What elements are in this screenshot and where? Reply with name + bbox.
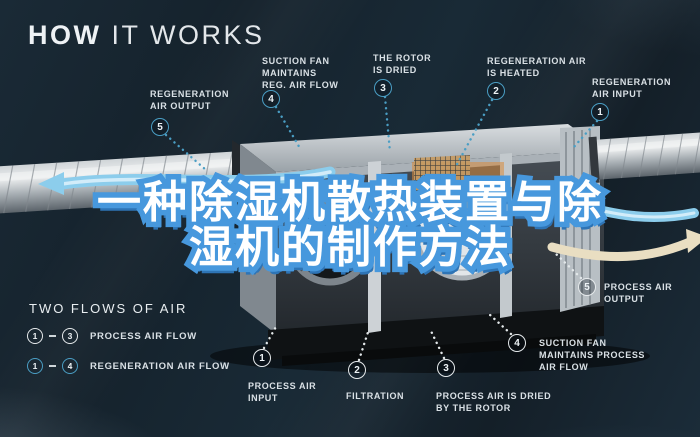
callout-label-process-1: PROCESS AIR INPUT (248, 381, 317, 404)
legend-circle-number: 1 (32, 361, 38, 371)
heater (412, 155, 504, 202)
callout-label-regen-5: REGENERATION AIR OUTPUT (150, 89, 230, 112)
page-title-light: IT WORKS (101, 20, 265, 50)
legend-dash (49, 335, 56, 337)
fan (286, 198, 374, 286)
process-badge-3: 3 (437, 359, 455, 377)
legend-row-process: 1 3 PROCESS AIR FLOW (27, 328, 197, 344)
legend-label-regeneration: REGENERATION AIR FLOW (90, 360, 230, 372)
legend-circle-number: 1 (32, 331, 38, 341)
legend-circle-number: 3 (67, 331, 73, 341)
legend-dash (49, 365, 56, 367)
flow-arrows (38, 166, 700, 262)
callout-label-regen-1: REGENERATION AIR INPUT (592, 77, 672, 100)
right-duct (588, 131, 700, 184)
regen-in-arrow-blue (550, 192, 699, 223)
filter-panel (560, 126, 600, 312)
badge-number: 5 (157, 121, 163, 133)
legend-circle-to: 3 (62, 328, 78, 344)
callout-label-process-2: FILTRATION (346, 391, 405, 401)
process-out-arrow-cream (547, 229, 700, 262)
regen-badge-2: 2 (487, 82, 505, 100)
interior (286, 126, 600, 333)
page-title: HOW IT WORKS (28, 20, 265, 51)
legend-label-process: PROCESS AIR FLOW (90, 330, 197, 342)
callout-label-process-4: SUCTION FAN MAINTAINS PROCESS AIR FLOW (539, 338, 646, 373)
badge-number: 4 (514, 337, 520, 349)
callout-label-regen-3: THE ROTOR IS DRIED (373, 53, 432, 76)
process-badge-1: 1 (253, 349, 271, 367)
regen-badge-4: 4 (262, 90, 280, 108)
badge-number: 2 (354, 364, 360, 376)
badge-number: 1 (259, 352, 265, 364)
page-title-bold: HOW (28, 20, 102, 50)
process-badge-4: 4 (508, 334, 526, 352)
process-badge-2: 2 (348, 361, 366, 379)
badge-number: 3 (443, 362, 449, 374)
legend-heading: TWO FLOWS OF AIR (29, 301, 188, 316)
process-leaders (262, 252, 583, 362)
badge-number: 3 (380, 82, 386, 94)
regen-badge-1: 1 (591, 103, 609, 121)
legend-circle-from: 1 (27, 328, 43, 344)
callout-label-process-3: PROCESS AIR IS DRIED BY THE ROTOR (436, 391, 552, 414)
legend-row-regeneration: 1 4 REGENERATION AIR FLOW (27, 358, 230, 374)
callout-label-regen-2: REGENERATION AIR IS HEATED (487, 56, 587, 79)
badge-number: 2 (493, 85, 499, 97)
badge-number: 4 (268, 93, 274, 105)
regen-badge-5: 5 (151, 118, 169, 136)
badge-number: 1 (597, 106, 603, 118)
regeneration-leaders (164, 95, 599, 172)
legend-circle-to: 4 (62, 358, 78, 374)
legend-circle-from: 1 (27, 358, 43, 374)
badge-number: 5 (584, 281, 590, 293)
callout-label-regen-4: SUCTION FAN MAINTAINS REG. AIR FLOW (262, 56, 339, 91)
callout-label-process-5: PROCESS AIR OUTPUT (604, 282, 673, 305)
regen-out-arrow-blue (38, 166, 336, 195)
process-badge-5: 5 (578, 278, 596, 296)
regen-badge-3: 3 (374, 79, 392, 97)
legend-circle-number: 4 (67, 361, 73, 371)
